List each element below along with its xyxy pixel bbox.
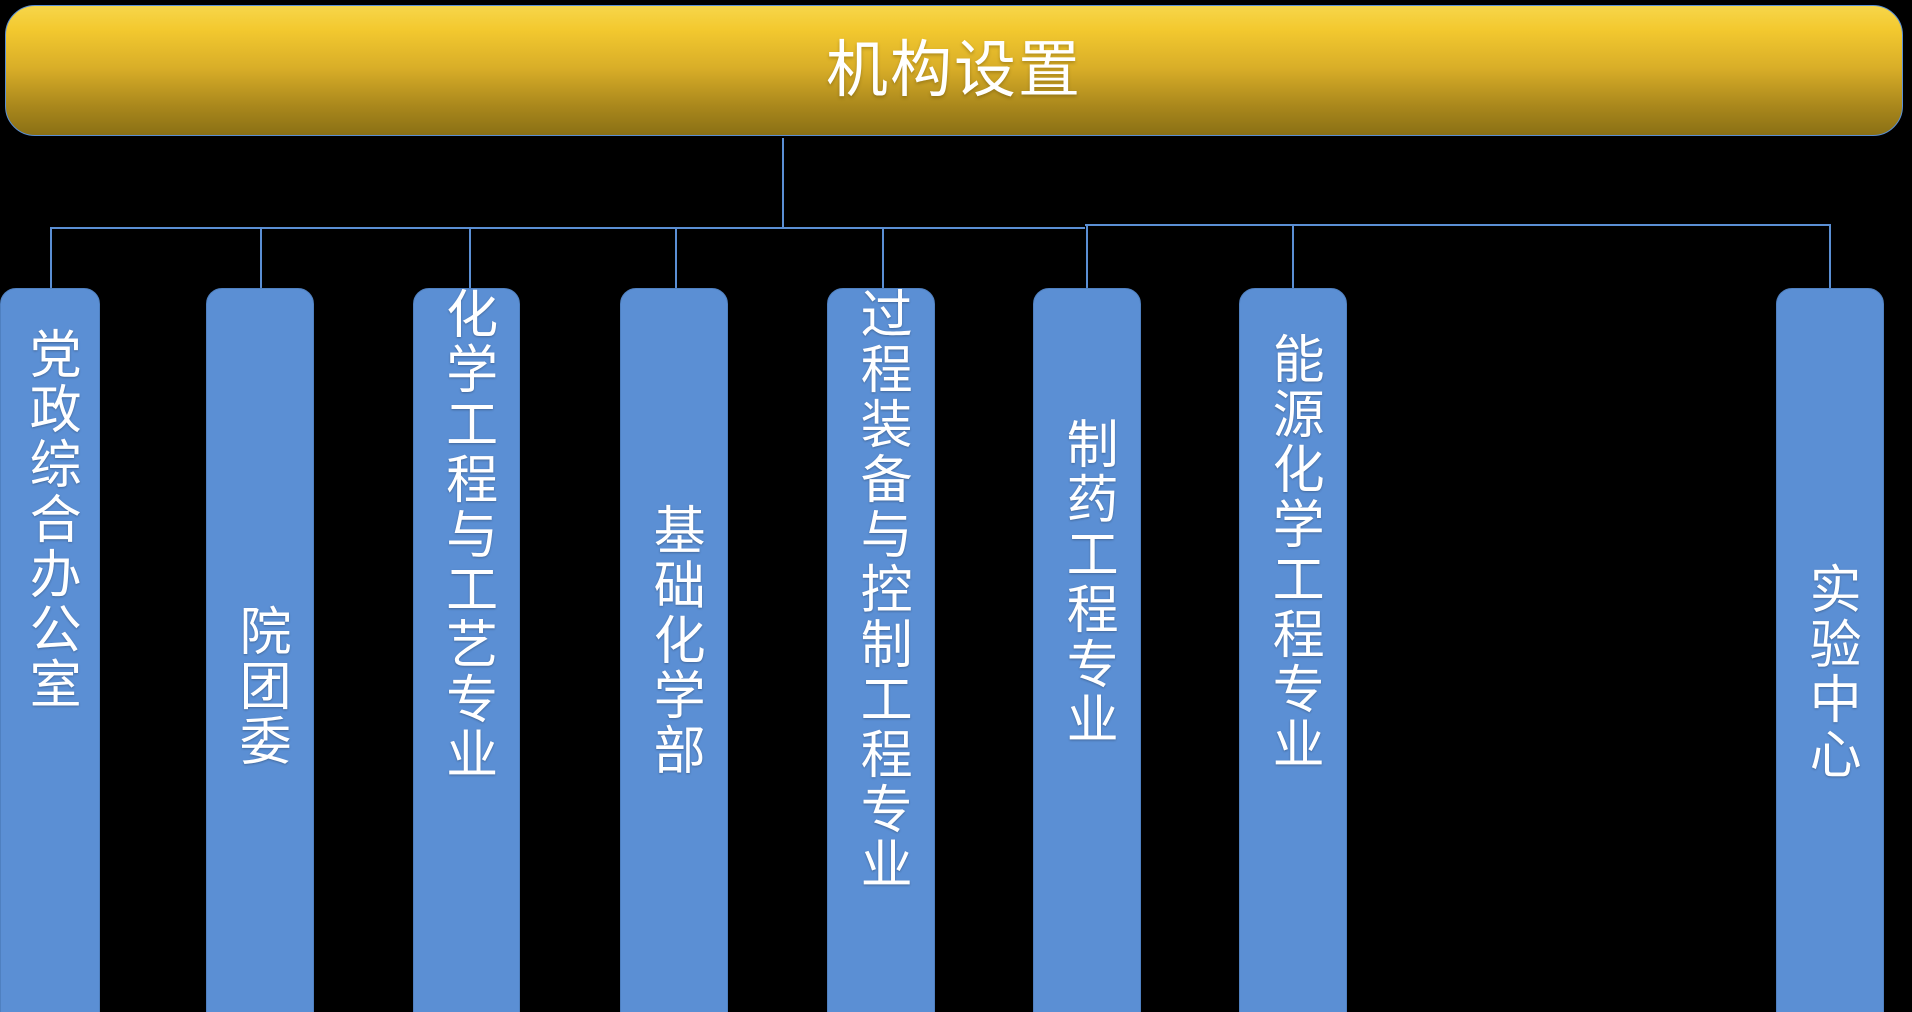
connector-drop-2 — [260, 227, 262, 288]
node-label-7: 能源化学工程专业 — [1264, 332, 1323, 772]
connector-drop-7 — [1292, 224, 1294, 288]
root-node-label: 机构设置 — [825, 35, 1082, 105]
root-node-organizational-structure[interactable]: 机构设置 — [5, 5, 1903, 136]
connector-bus-horizontal-right — [1085, 224, 1830, 226]
node-box-3[interactable]: 化学工程与工艺专业 — [413, 288, 520, 1012]
connector-drop-6 — [1086, 224, 1088, 288]
node-label-8: 实验中心 — [1801, 562, 1860, 782]
node-label-5: 过程装备与控制工程专业 — [852, 288, 911, 892]
node-box-7[interactable]: 能源化学工程专业 — [1239, 288, 1347, 1012]
node-box-8[interactable]: 实验中心 — [1776, 288, 1884, 1012]
node-label-1: 党政综合办公室 — [21, 327, 80, 712]
connector-drop-3 — [469, 227, 471, 288]
connector-drop-4 — [675, 227, 677, 288]
node-box-2[interactable]: 院团委 — [206, 288, 314, 1012]
node-box-6[interactable]: 制药工程专业 — [1033, 288, 1141, 1012]
node-box-5[interactable]: 过程装备与控制工程专业 — [827, 288, 935, 1012]
node-box-1[interactable]: 党政综合办公室 — [0, 288, 100, 1012]
node-label-4: 基础化学部 — [645, 503, 704, 778]
connector-drop-5 — [882, 227, 884, 288]
node-box-4[interactable]: 基础化学部 — [620, 288, 728, 1012]
node-label-2: 院团委 — [231, 604, 290, 769]
connector-trunk-vertical — [782, 138, 784, 228]
node-label-3: 化学工程与工艺专业 — [437, 288, 496, 782]
connector-drop-1 — [50, 227, 52, 288]
node-label-6: 制药工程专业 — [1058, 417, 1117, 747]
connector-drop-8 — [1829, 224, 1831, 288]
connector-bus-horizontal-left — [50, 227, 1085, 229]
